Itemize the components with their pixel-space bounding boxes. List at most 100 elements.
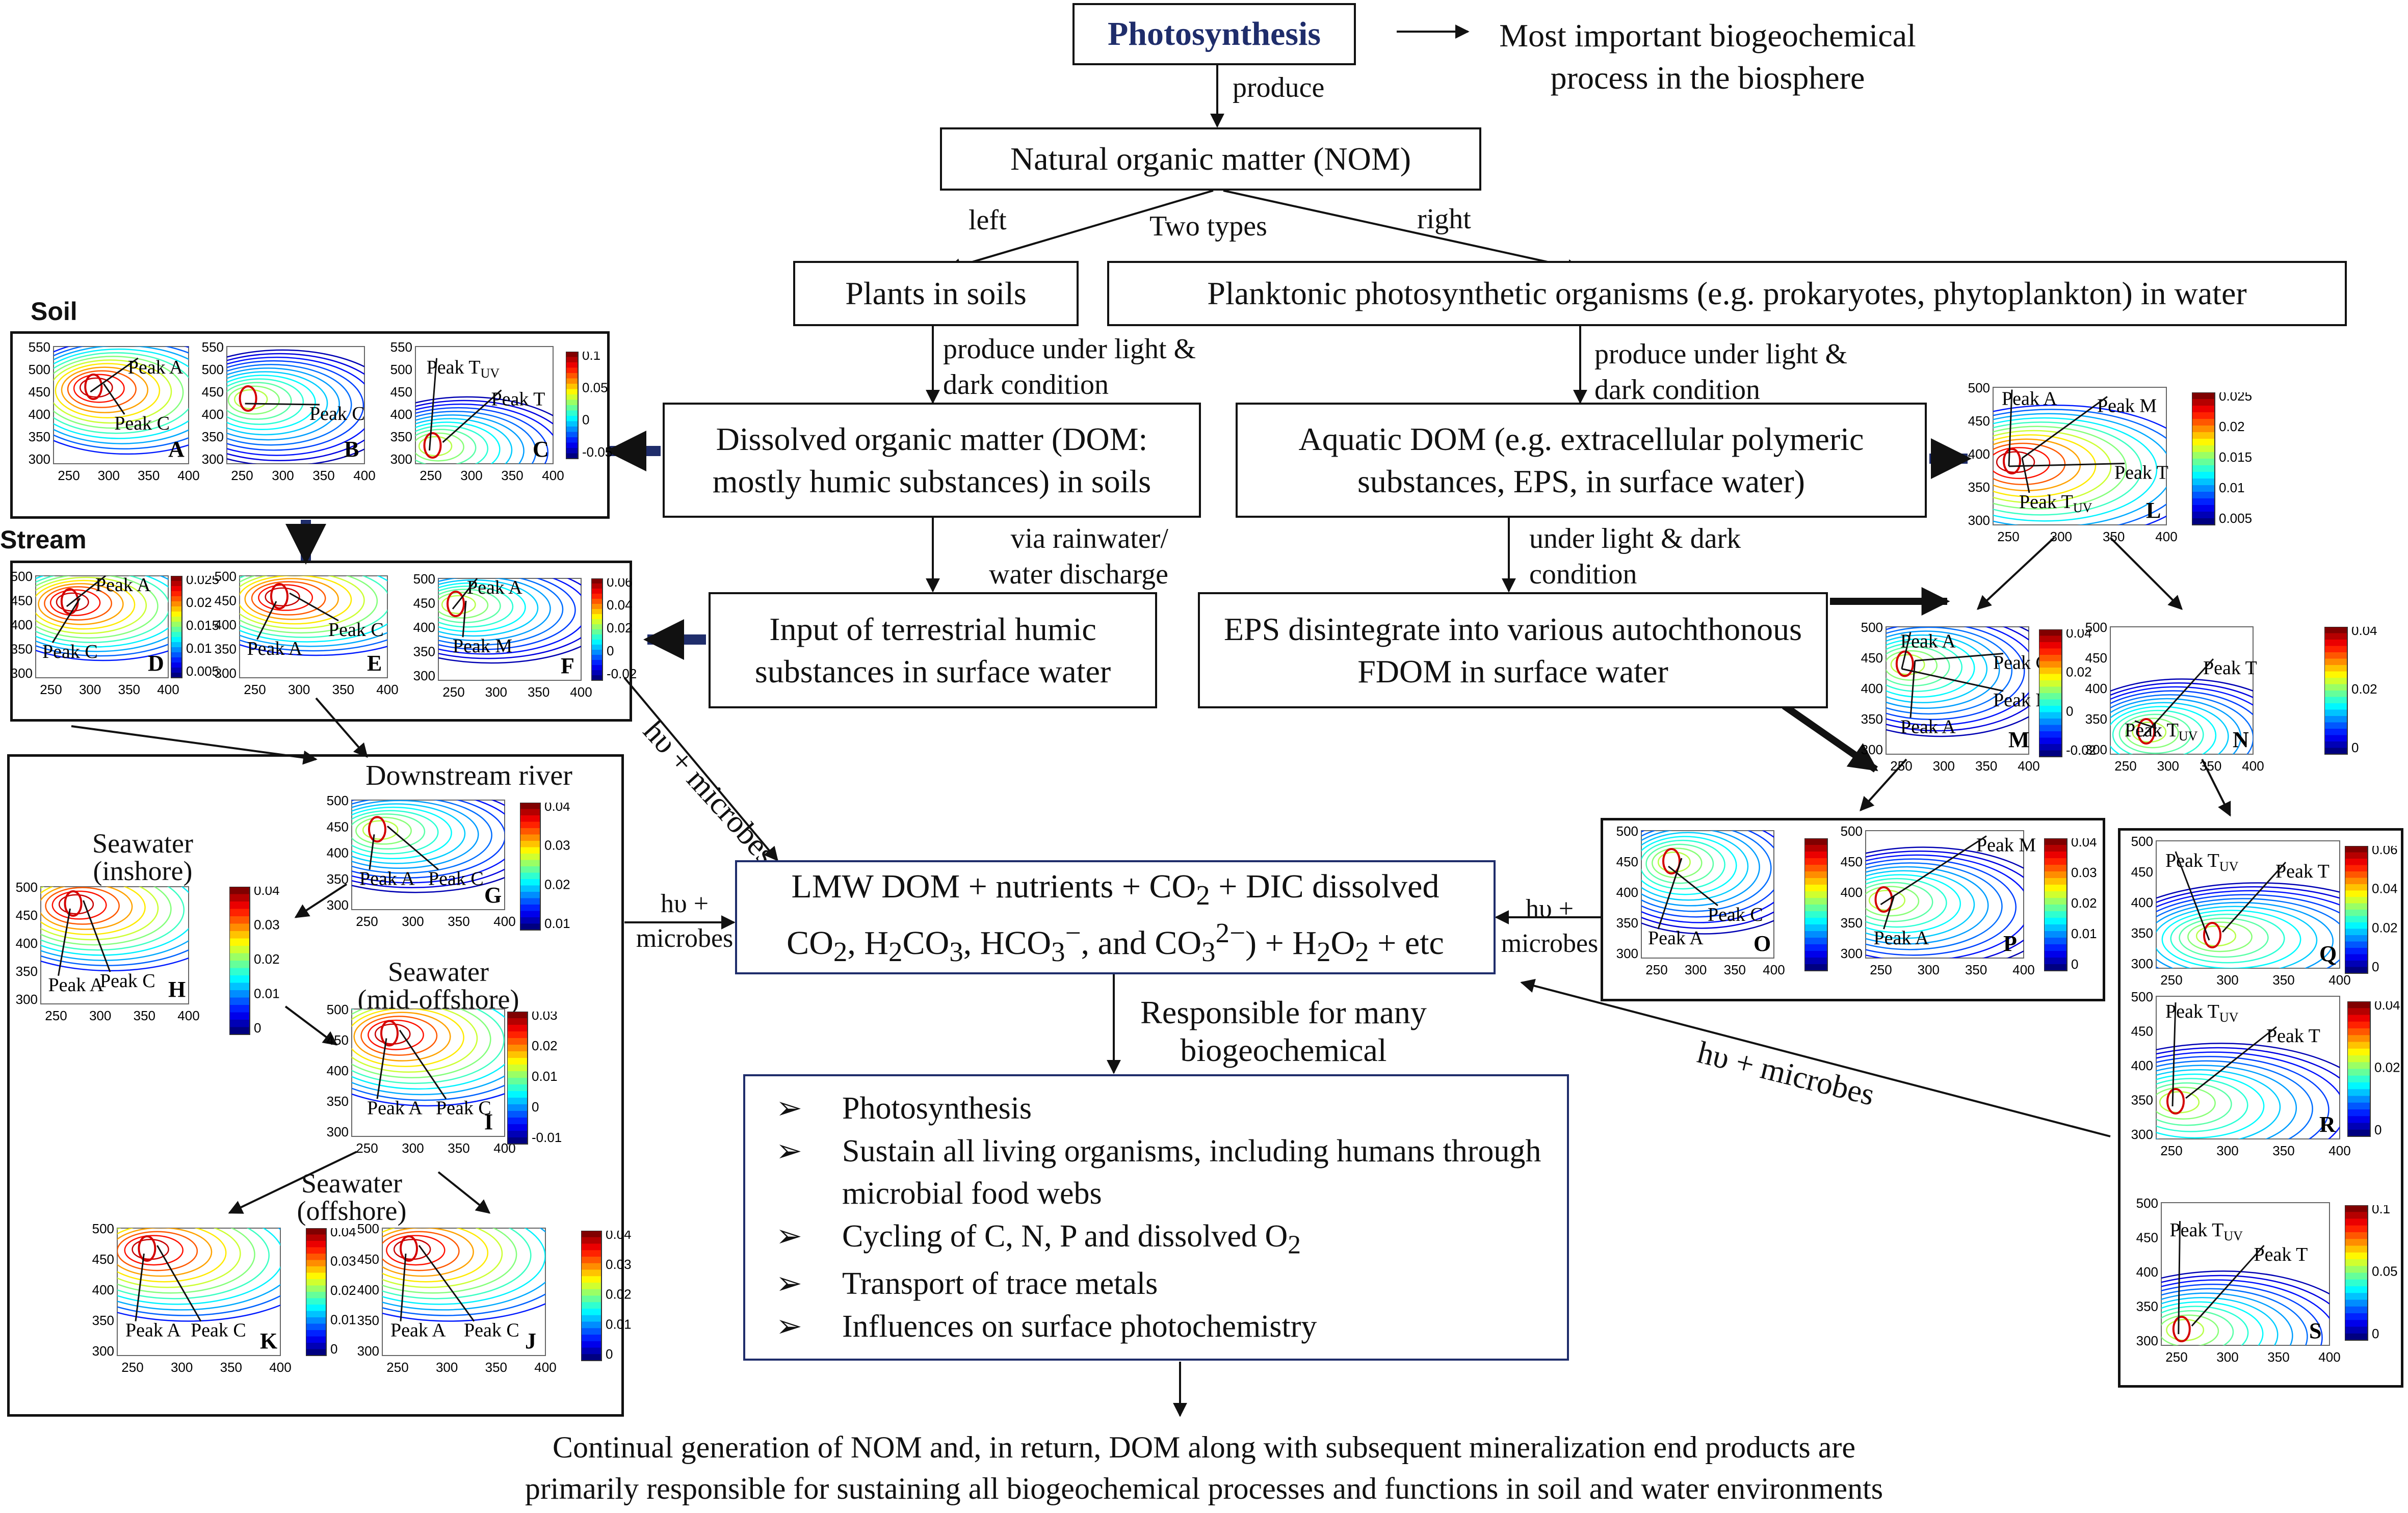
colorbar-tick: 0.04: [254, 887, 280, 898]
contour-line: [244, 578, 339, 620]
y-tick-label: 500: [1861, 620, 1883, 635]
y-tick-label: 500: [202, 362, 224, 377]
produce-light-left: produce under light & dark condition: [943, 333, 1196, 401]
peak-hotspot: [1874, 886, 1893, 913]
y-tick-label: 300: [2085, 742, 2107, 757]
contour-line: [55, 363, 161, 419]
y-tick-label: 400: [413, 620, 435, 635]
contour-line: [2110, 702, 2229, 754]
peak-pointer: [452, 578, 478, 609]
y-tick-label: 350: [1616, 915, 1638, 931]
contour-line: [2156, 1082, 2232, 1126]
peak-hotspot: [368, 816, 386, 843]
peak-label: Peak A: [125, 1320, 181, 1341]
peak-hotspot: [2137, 718, 2156, 745]
colorbar-tick: 0.05: [582, 380, 608, 395]
panel-letter: N: [2233, 727, 2249, 752]
peak-pointer: [90, 357, 139, 393]
panel-letter: F: [561, 653, 574, 678]
y-tick-label: 550: [29, 339, 50, 355]
contour-line: [227, 360, 364, 451]
contour-line: [415, 403, 553, 437]
y-tick-label: 500: [2131, 834, 2153, 849]
contour-line: [438, 592, 489, 619]
x-tick-label: 400: [157, 682, 179, 697]
right-label: right: [1417, 203, 1471, 235]
peak-hotspot: [423, 432, 442, 459]
contour-line: [1641, 831, 1774, 923]
colorbar-tick: 0: [532, 1099, 539, 1114]
peak-label: Peak M: [2097, 395, 2157, 416]
y-tick-label: 450: [202, 384, 224, 400]
y-tick-label: 400: [327, 845, 349, 861]
y-tick-label: 350: [1968, 480, 1990, 495]
panel-letter: J: [525, 1329, 536, 1353]
colorbar-tick: 0.02: [2219, 419, 2245, 434]
x-tick-label: 350: [118, 682, 140, 697]
y-tick-label: 300: [215, 666, 237, 681]
x-tick-label: 350: [528, 684, 549, 700]
contour-line: [79, 377, 113, 398]
contour-line: [2156, 1047, 2340, 1079]
y-tick-label: 450: [2131, 1024, 2153, 1039]
peak-pointer: [2142, 658, 2214, 737]
contour-line: [41, 887, 172, 946]
seawater-panel: [7, 754, 624, 1417]
contour-line: [415, 400, 553, 425]
contour-line: [2125, 718, 2179, 749]
x-tick-label: 250: [1890, 758, 1912, 774]
contour-line: [438, 578, 581, 659]
contour-line: [2187, 921, 2253, 952]
contour-line: [352, 1075, 505, 1096]
contour-line: [382, 1303, 545, 1322]
panel-letter: E: [367, 651, 382, 676]
x-tick-label: 400: [2018, 758, 2039, 774]
contour-line: [38, 583, 124, 625]
contour-line: [438, 579, 539, 637]
colorbar-tick: 0.02: [2066, 665, 2092, 680]
x-tick-label: 400: [177, 468, 199, 483]
peak-label: Peak A: [1900, 716, 1956, 738]
colorbar-tick: 0: [2372, 1326, 2379, 1341]
planktonic-box: Planktonic photosynthetic organisms (e.g…: [1107, 261, 2347, 326]
y-tick-label: 300: [357, 1343, 379, 1359]
x-tick-label: 300: [1685, 962, 1707, 977]
y-tick-label: 500: [413, 571, 435, 587]
contour-line: [1866, 846, 2024, 958]
contour-line: [415, 414, 525, 464]
peak-label: Peak C: [1708, 904, 1763, 925]
contour-line: [51, 890, 107, 920]
contour-line: [438, 578, 564, 646]
peak-pointer: [1657, 858, 1683, 930]
contour-line: [438, 582, 526, 632]
colorbar-tick: 0.02: [532, 1038, 558, 1053]
colorbar-tick: 0: [606, 1346, 613, 1362]
arrow-input-to-lmw: [623, 677, 778, 862]
contour-line: [2110, 682, 2253, 699]
peak-pointer: [103, 383, 125, 415]
colorbar-tick: 0.015: [2219, 449, 2252, 465]
y-tick-label: 450: [11, 593, 33, 608]
arrow-qrs-to-lmw: [1520, 978, 2111, 1137]
stream-panel: [10, 561, 632, 722]
y-tick-label: 450: [1861, 650, 1883, 666]
contour-line: [1866, 850, 2024, 958]
y-tick-label: 400: [16, 936, 38, 951]
contour-line: [240, 576, 387, 638]
x-tick-label: 300: [2216, 1349, 2238, 1365]
colorbar-tick: 0.02: [2374, 1060, 2400, 1075]
colorbar-tick: 0.04: [2351, 627, 2377, 638]
peak-label: Peak C: [114, 413, 170, 434]
y-tick-label: 400: [2085, 681, 2107, 696]
contour-line: [352, 1009, 491, 1079]
peak-pointer: [1915, 653, 2004, 661]
y-tick-label: 350: [1861, 711, 1883, 727]
contour-line: [44, 586, 113, 621]
contour-line: [117, 1228, 280, 1311]
